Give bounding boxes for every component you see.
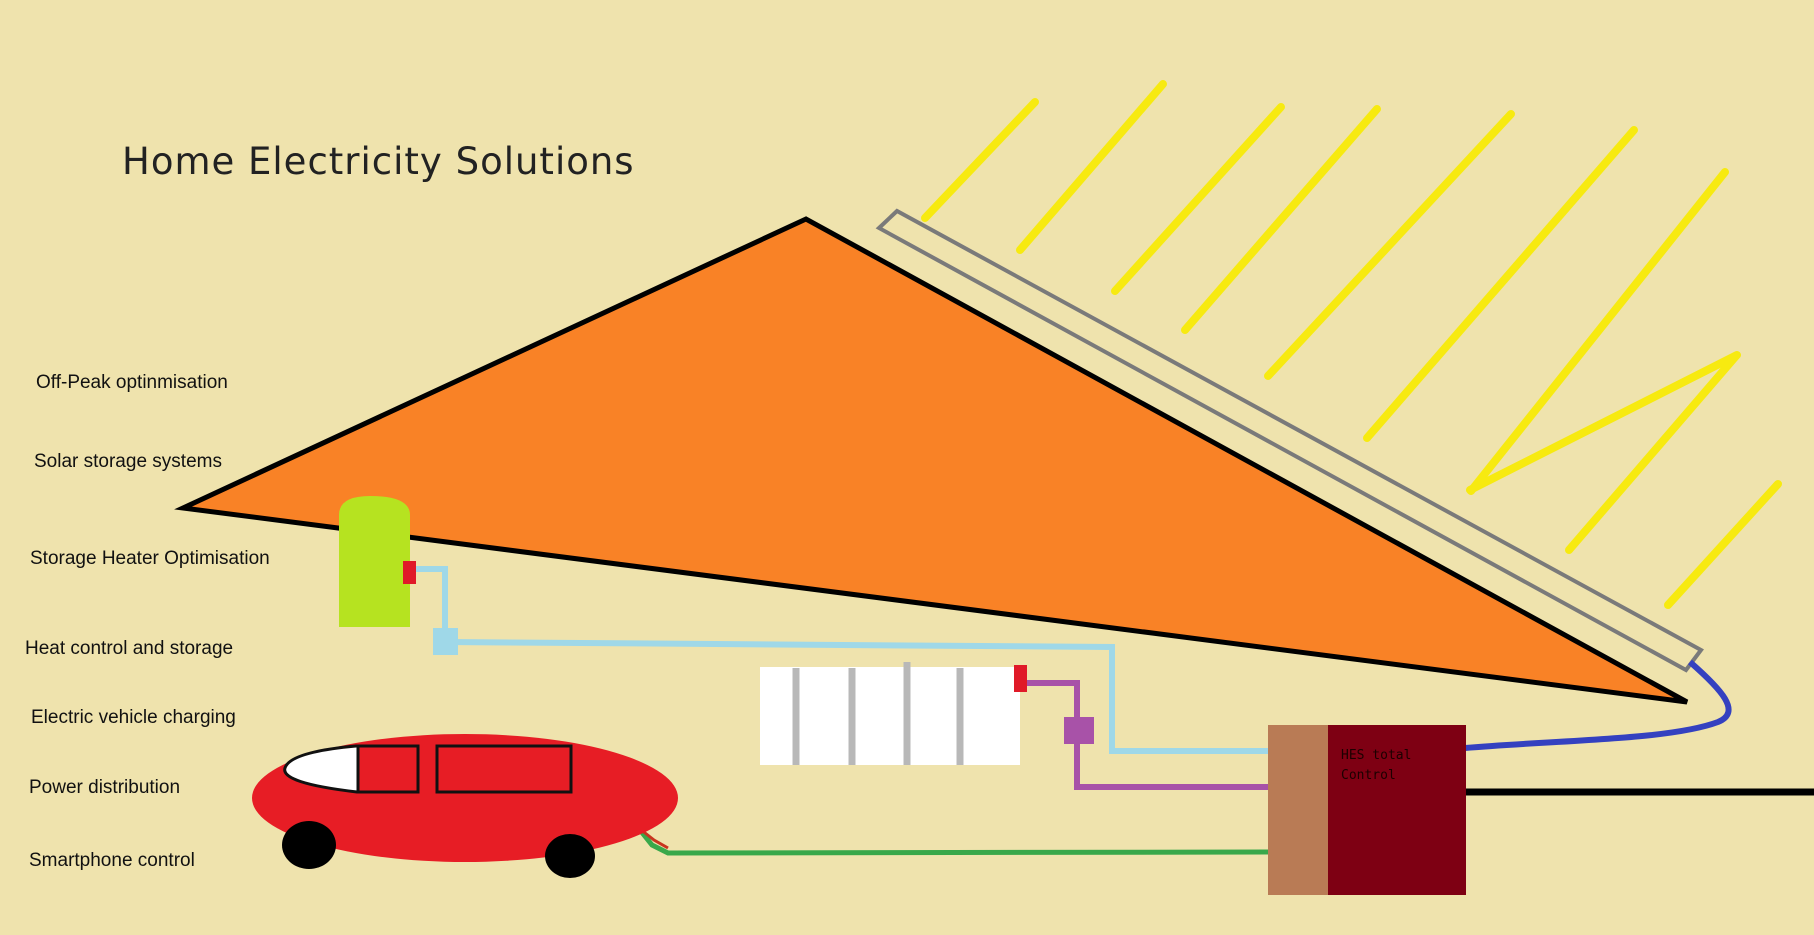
feature-label-heat-control: Heat control and storage (25, 638, 234, 659)
car-front-wheel (282, 821, 336, 869)
sun-ray (1264, 110, 1515, 380)
heater-pipe (1027, 680, 1268, 790)
radiator (760, 667, 1020, 765)
solar-panel (875, 208, 1704, 673)
sun-ray (1111, 103, 1285, 295)
sun-ray (921, 98, 1039, 222)
car-side-window (356, 744, 420, 794)
feature-label-solar-storage: Solar storage systems (34, 451, 222, 472)
solar-cable (1464, 659, 1732, 751)
car-rear-window (435, 744, 573, 794)
sun-ray (1363, 126, 1638, 442)
water-tank (339, 496, 410, 627)
page-title: Home Electricity Solutions (122, 140, 635, 183)
control-unit-label: HES total Control (1341, 748, 1412, 783)
sun-ray (1467, 168, 1729, 495)
feature-label-off-peak: Off-Peak optinmisation (36, 372, 228, 393)
heat-pipe (416, 566, 1268, 754)
feature-label-storage-heater: Storage Heater Optimisation (30, 548, 270, 569)
sun-ray (1016, 80, 1167, 254)
feature-label-smartphone: Smartphone control (29, 850, 195, 871)
ev-charging-cable (638, 828, 1269, 856)
tank-valve (403, 561, 416, 584)
sun-ray (1181, 105, 1381, 334)
heat-pipe-junction (433, 628, 458, 655)
sun-rays (921, 80, 1782, 609)
radiator-valve (1014, 665, 1027, 692)
ev-cable-plug (639, 827, 669, 850)
control-unit-side (1268, 725, 1330, 895)
sun-ray (1466, 351, 1741, 494)
sun-ray (1565, 352, 1740, 554)
car-rear-wheel (545, 834, 595, 878)
feature-label-power-distribution: Power distribution (29, 777, 181, 798)
heater-pipe-junction (1064, 717, 1094, 744)
house-roof (174, 216, 1689, 705)
control-unit (1328, 725, 1466, 895)
feature-label-ev-charging: Electric vehicle charging (31, 707, 236, 728)
sun-ray (1471, 172, 1725, 491)
radiator-fins (792, 662, 964, 765)
electric-car (252, 734, 678, 878)
sun-ray (1664, 480, 1782, 609)
